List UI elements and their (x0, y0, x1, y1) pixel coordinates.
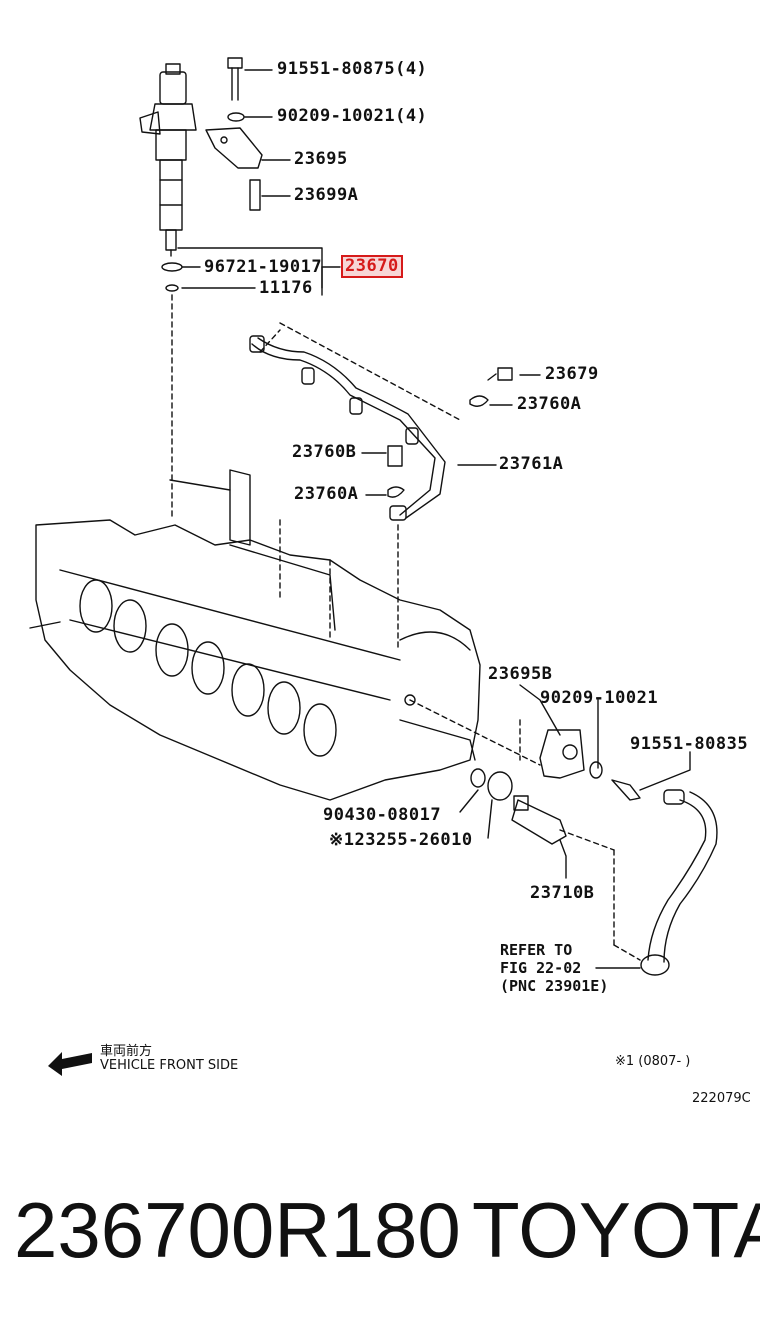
part-label-23760a-upper[interactable]: 23760A (517, 394, 582, 414)
part-label-23761a[interactable]: 23761A (499, 454, 564, 474)
part-label-91551-80875[interactable]: 91551-80875(4) (277, 59, 428, 79)
part-label-23695b[interactable]: 23695B (488, 664, 553, 684)
part-label-90209-10021-right[interactable]: 90209-10021 (540, 688, 659, 708)
bolt-drawing (227, 57, 243, 101)
part-label-96721-19017[interactable]: 96721-19017 (204, 257, 323, 277)
part-label-23710b[interactable]: 23710B (530, 883, 595, 903)
fuel-pipe-drawing (249, 335, 446, 521)
part-label-23699a[interactable]: 23699A (294, 185, 359, 205)
part-label-90209-10021[interactable]: 90209-10021(4) (277, 106, 428, 126)
part-label-91551-80835[interactable]: 91551-80835 (630, 734, 749, 754)
parts-diagram (29, 57, 718, 1076)
part-label-23670-highlighted[interactable]: 23670 (341, 255, 403, 278)
part-label-23760b[interactable]: 23760B (292, 442, 357, 462)
bracket-drawing (539, 729, 585, 779)
part-label-23760a-lower[interactable]: 23760A (294, 484, 359, 504)
part-label-23695[interactable]: 23695 (294, 149, 348, 169)
front-side-jp: 車両前方 (100, 1044, 153, 1059)
sensor-drawing (511, 795, 567, 845)
part-label-11176[interactable]: 11176 (259, 278, 313, 298)
part-label-90430-08017[interactable]: 90430-08017 (323, 805, 442, 825)
part-number-title: 236700R180 (14, 1186, 461, 1274)
part-label-23255-26010[interactable]: ※123255-26010 (329, 830, 473, 850)
refer-line-2: FIG 22-02 (500, 959, 582, 977)
injector-drawing (139, 63, 197, 257)
footnote: ※1 (0807- ) (615, 1054, 691, 1069)
hose-drawing (640, 789, 718, 976)
front-side-en: VEHICLE FRONT SIDE (100, 1058, 239, 1073)
refer-line-1: REFER TO (500, 941, 573, 959)
part-label-23679[interactable]: 23679 (545, 364, 599, 384)
figure-code: 222079C (692, 1091, 751, 1106)
refer-line-3: (PNC 23901E) (500, 977, 609, 995)
front-arrow-icon (48, 1052, 92, 1076)
cylinder-head-drawing (29, 469, 481, 801)
refer-note: REFER TO FIG 22-02 (PNC 23901E) (500, 941, 608, 995)
brand-title: TOYOTA (472, 1186, 760, 1274)
